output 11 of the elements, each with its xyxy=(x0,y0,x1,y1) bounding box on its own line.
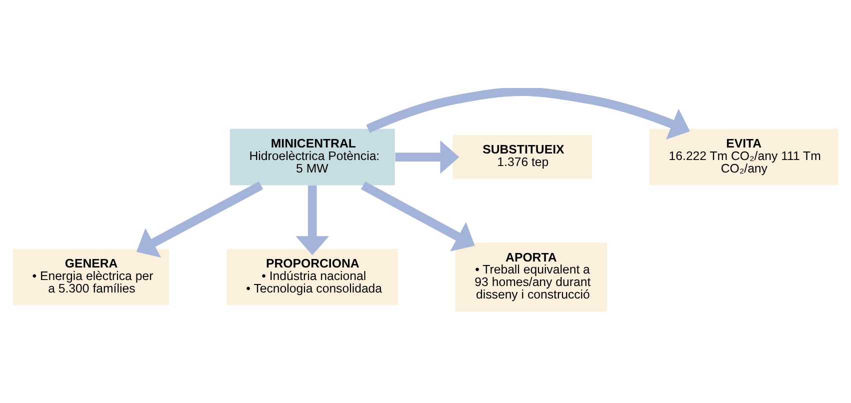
arrow xyxy=(296,185,330,256)
arrow xyxy=(366,88,690,140)
node-box: APORTA • Treball equivalent a 93 homes/any durant disseny i construcció xyxy=(455,242,608,312)
arrow xyxy=(361,181,475,252)
node-box: MINICENTRAL Hidroelèctrica Potència: 5 MW xyxy=(230,128,395,186)
node-box: GENERA • Energia elèctrica per a 5.300 famílies xyxy=(12,248,169,306)
node-box: EVITA 16.222 Tm CO₂/any 111 Tm CO₂/any xyxy=(649,128,838,186)
node-box: PROPORCIONA • Indústria nacional • Tecnologia consolidada xyxy=(226,248,398,306)
arrow xyxy=(395,140,460,174)
arrow xyxy=(136,181,264,258)
node-box: SUBSTITUEIX 1.376 tep xyxy=(452,135,592,180)
